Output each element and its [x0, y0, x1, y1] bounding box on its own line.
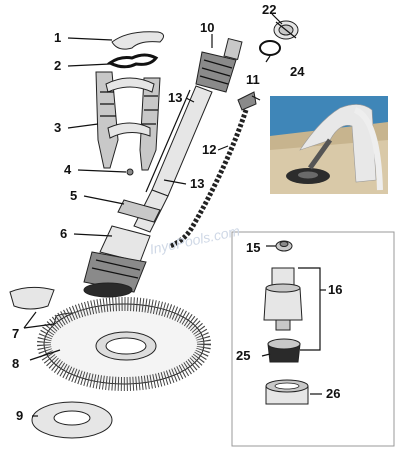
callout-11: 11	[246, 72, 260, 87]
callout-9: 9	[16, 408, 23, 423]
callout-4: 4	[64, 162, 72, 177]
callout-16: 16	[328, 282, 342, 297]
part-3-float-frame	[95, 71, 161, 171]
watermark: InyoPools.com	[148, 222, 241, 257]
callout-13-upper: 13	[168, 90, 182, 105]
callout-24: 24	[290, 64, 305, 79]
callout-10: 10	[200, 20, 214, 35]
part-16-valve	[263, 267, 303, 331]
callout-2: 2	[54, 58, 61, 73]
part-25-collar	[267, 338, 301, 363]
callout-13-lower: 13	[190, 176, 204, 191]
part-1-top-cap	[111, 31, 164, 50]
callout-5: 5	[70, 188, 77, 203]
part-22-fitting	[273, 20, 299, 40]
callout-3: 3	[54, 120, 61, 135]
part-2-gasket	[107, 53, 159, 69]
callout-7: 7	[12, 326, 19, 341]
part-7-foot-a	[9, 286, 55, 310]
leader-lines	[23, 13, 326, 417]
part-4-pin	[126, 168, 134, 176]
accessory-frame	[231, 231, 395, 447]
part-24-ring	[259, 40, 281, 56]
part-9-ring	[31, 401, 113, 439]
callout-1: 1	[54, 30, 61, 45]
callout-8: 8	[12, 356, 19, 371]
callout-12: 12	[202, 142, 216, 157]
callout-6: 6	[60, 226, 67, 241]
part-6-body	[83, 225, 151, 298]
callout-22: 22	[262, 2, 276, 17]
part-12-hose	[169, 109, 249, 249]
part-15-cap	[275, 240, 293, 252]
callout-25: 25	[236, 348, 250, 363]
part-26-ring	[265, 379, 309, 405]
part-8-disc	[37, 297, 211, 391]
part-5-collar	[117, 199, 161, 223]
callout-26: 26	[326, 386, 340, 401]
part-10-swivel	[195, 37, 243, 93]
part-11-hose-clip	[237, 91, 257, 111]
callout-labels: 1 2 3 4 5 6 7 8 9 10 11 12 13 13 15 16 2…	[12, 2, 342, 423]
product-photo	[270, 96, 388, 194]
callout-15: 15	[246, 240, 260, 255]
